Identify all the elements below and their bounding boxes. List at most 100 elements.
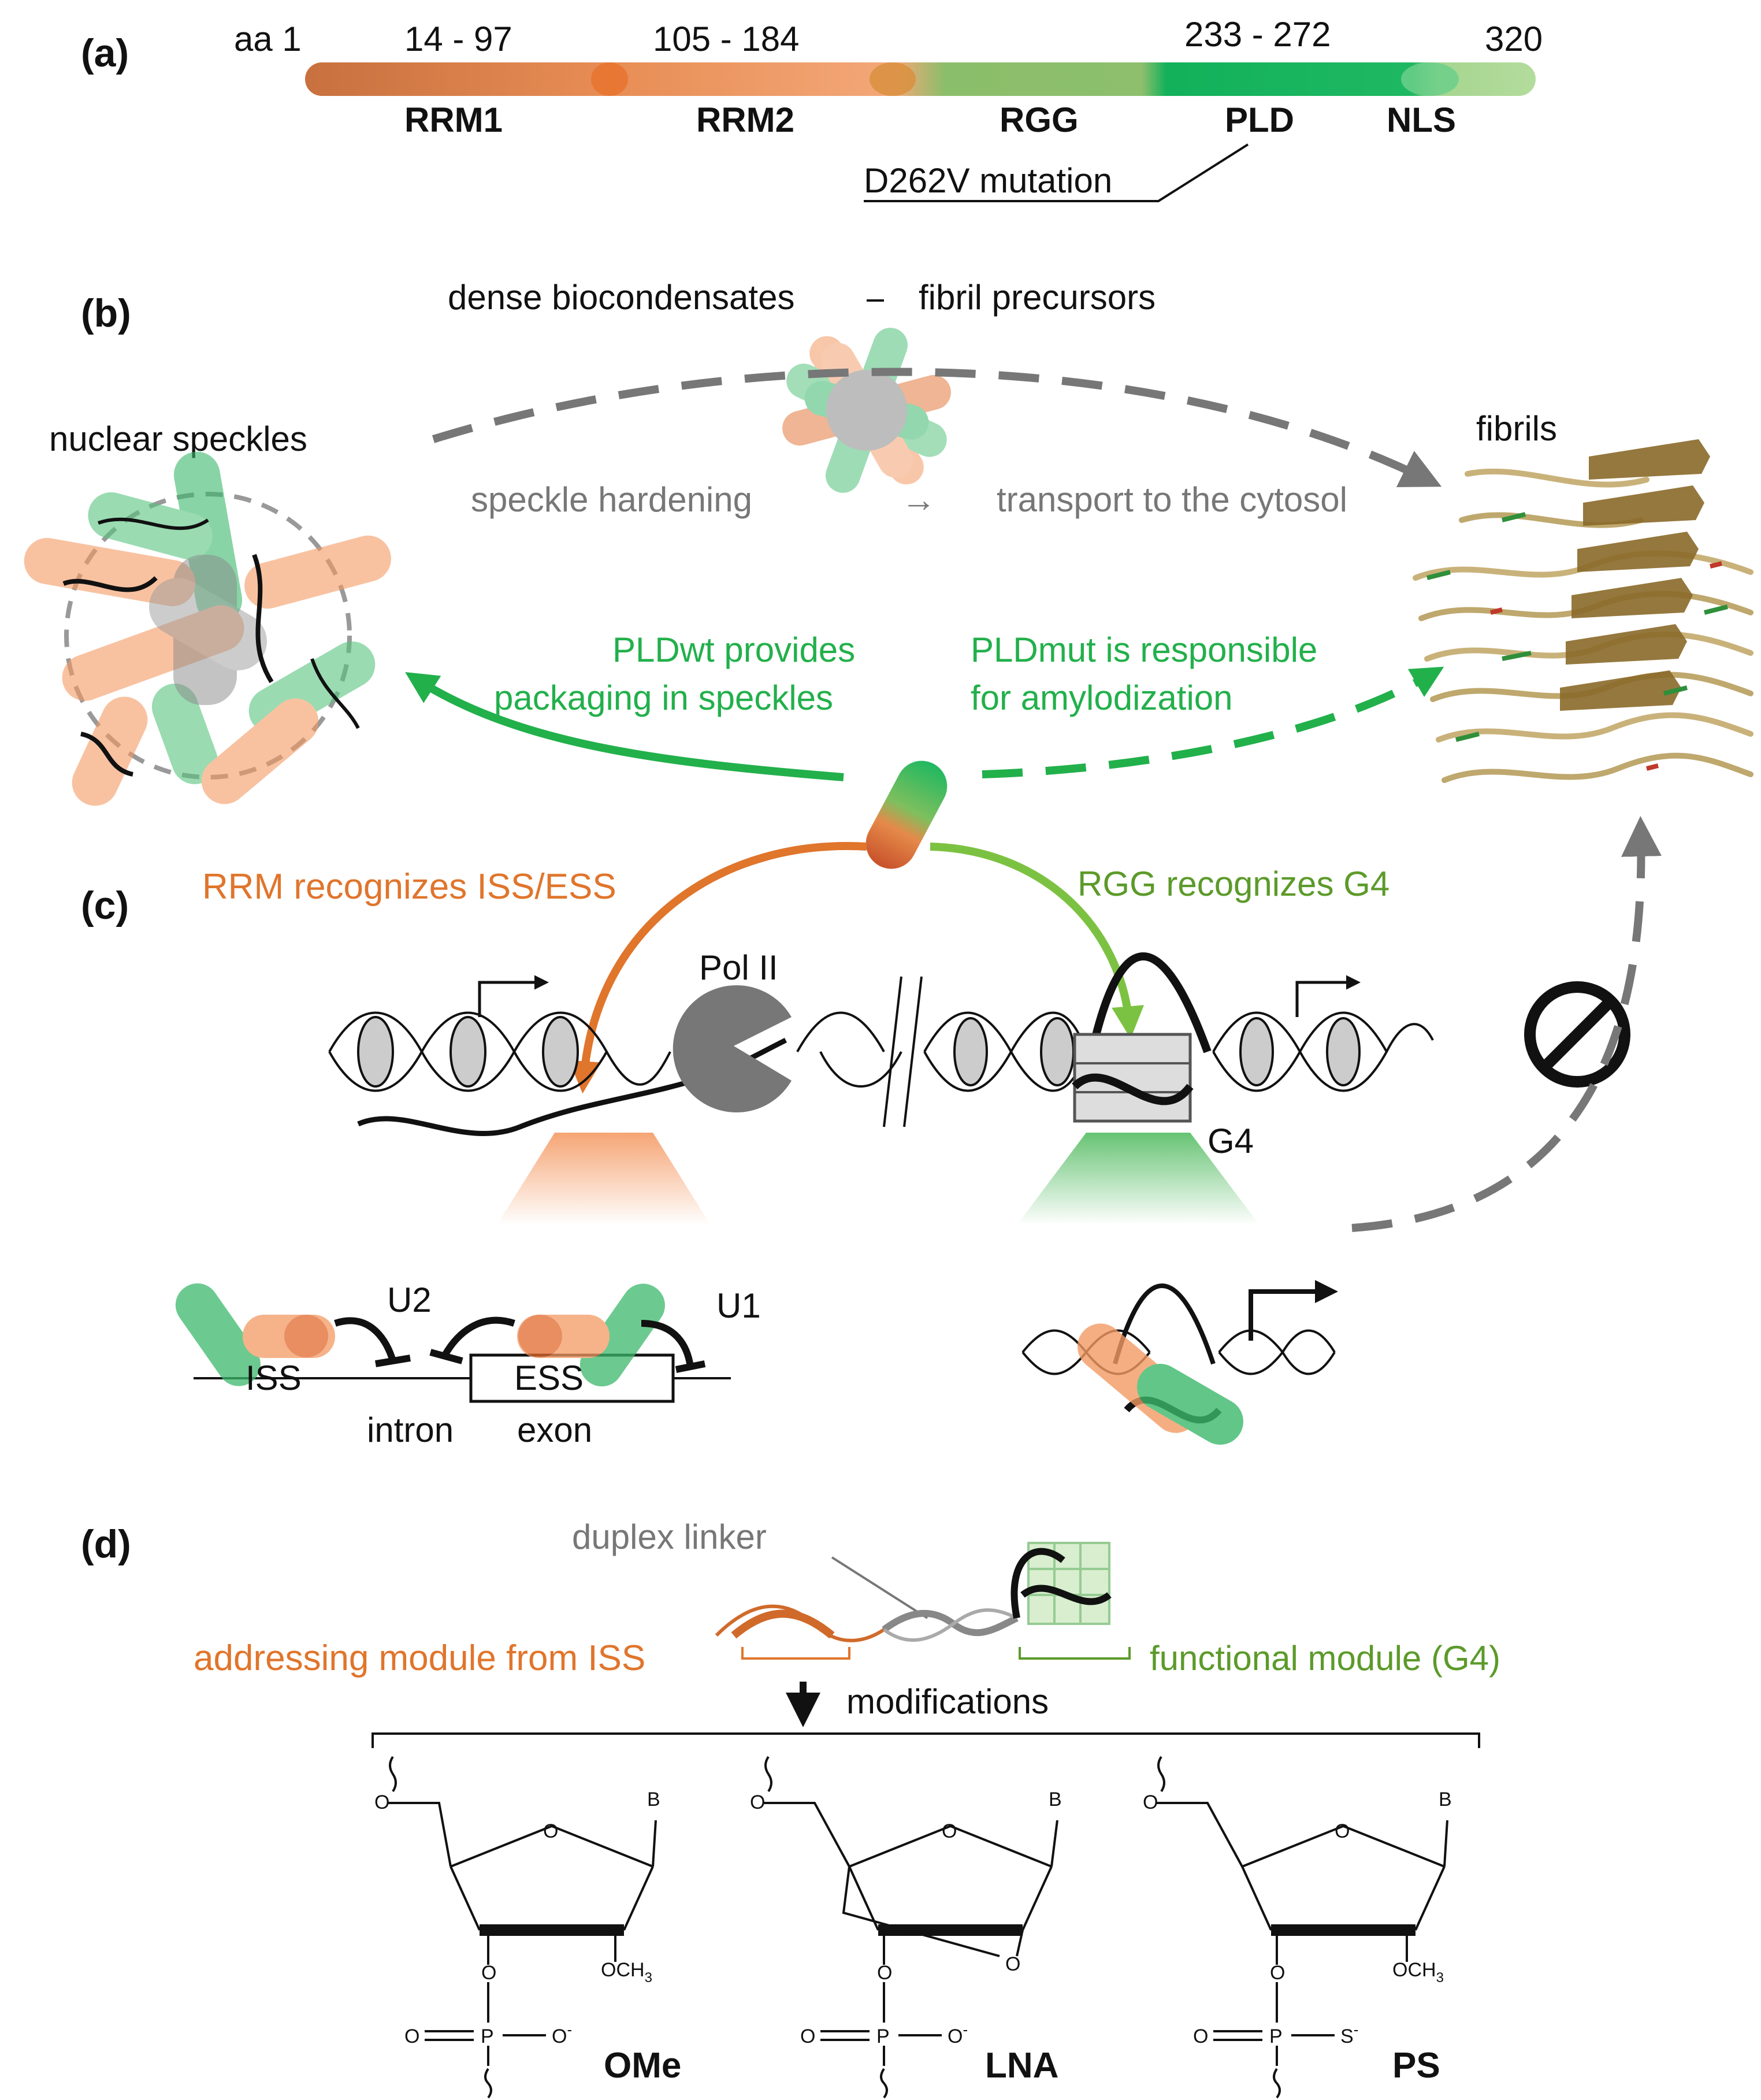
pldmut-arrow xyxy=(982,666,1444,778)
domain-bar xyxy=(305,62,1536,96)
domain-junction-3 xyxy=(1401,62,1459,96)
domain-nls: NLS xyxy=(1387,101,1456,139)
range-pld: 233 - 272 xyxy=(1184,15,1331,54)
zoom-fan-orange xyxy=(497,1133,711,1225)
ess-label: ESS xyxy=(514,1359,584,1397)
ome-phos-om: O- xyxy=(552,2021,572,2047)
pldwt-arrow xyxy=(405,671,844,781)
domain-pld: PLD xyxy=(1225,101,1294,139)
domain-junction-2 xyxy=(870,62,916,96)
prohibited-icon xyxy=(1524,981,1630,1088)
exon-label: exon xyxy=(517,1411,592,1449)
pldmut-label-line2: for amylodization xyxy=(971,678,1233,717)
u2-label: U2 xyxy=(387,1281,432,1319)
addressing-module-label: addressing module from ISS xyxy=(194,1638,645,1678)
range-rrm1: 14 - 97 xyxy=(404,20,512,58)
ps-phos-o: O xyxy=(1193,2025,1208,2047)
domain-rrm2: RRM2 xyxy=(696,101,794,139)
speckle-hardening-label: speckle hardening xyxy=(471,480,752,519)
ome-o5: O xyxy=(374,1791,389,1813)
panel-d: (d) duplex linker addressing module from… xyxy=(81,1518,1500,2099)
lna-phos-o: O xyxy=(800,2025,815,2047)
intron-label: intron xyxy=(367,1411,454,1449)
range-rrm2: 105 - 184 xyxy=(653,20,800,58)
lna-o3: O xyxy=(877,1962,892,1984)
lna-base: B xyxy=(1049,1789,1062,1810)
structure-ps xyxy=(1156,1756,1448,2099)
panel-a: (a) aa 1 14 - 97 105 - 184 233 - 272 320… xyxy=(81,15,1543,202)
aa-start-label: aa 1 xyxy=(234,20,302,58)
ome-phos-o: O xyxy=(404,2025,419,2047)
g4-label: G4 xyxy=(1208,1122,1254,1160)
rgg-label: RGG recognizes G4 xyxy=(1078,865,1390,903)
ps-phos-sm: S- xyxy=(1340,2021,1358,2047)
zoom-fan-green xyxy=(1017,1133,1260,1225)
ps-base: B xyxy=(1439,1789,1452,1810)
hardening-arrow-glyph: → xyxy=(901,480,936,519)
condensate-label-left: dense biocondensates xyxy=(448,278,794,317)
ps-och3: OCH3 xyxy=(1392,1959,1444,1986)
modifications-label: modifications xyxy=(846,1682,1049,1721)
u1-label: U1 xyxy=(716,1286,761,1325)
condensate-label-right: fibril precursors xyxy=(919,278,1156,317)
domain-rrm1: RRM1 xyxy=(404,101,503,139)
tss-arrow-left xyxy=(478,975,549,1017)
panel-a-label: (a) xyxy=(81,31,129,75)
lna-phos-p: P xyxy=(876,2025,890,2047)
structure-ome xyxy=(387,1756,657,2099)
dna-helix-middle xyxy=(796,976,1087,1127)
fibrils-label: fibrils xyxy=(1476,409,1557,448)
name-ome: OMe xyxy=(604,2046,681,2086)
panel-d-label: (d) xyxy=(81,1522,131,1566)
ps-o5: O xyxy=(1143,1791,1158,1813)
lna-ring-o: O xyxy=(942,1820,957,1842)
transport-label: transport to the cytosol xyxy=(997,480,1347,519)
rrm-label: RRM recognizes ISS/ESS xyxy=(202,867,616,907)
mutation-pointer xyxy=(864,143,1249,202)
g4-recognition-detail xyxy=(1021,1280,1338,1445)
pol-ii-shape xyxy=(673,985,792,1112)
rgg-arrow xyxy=(930,843,1145,1039)
domain-rgg: RGG xyxy=(1000,101,1079,139)
ps-ring-o: O xyxy=(1335,1820,1350,1842)
duplex-linker-label: duplex linker xyxy=(572,1518,767,1556)
functional-module-label: functional module (G4) xyxy=(1150,1639,1500,1678)
panel-c: (c) RRM recognizes ISS/ESS RGG recognize… xyxy=(81,816,1662,1449)
lna-bridge-o: O xyxy=(1005,1953,1020,1975)
modifications-bracket xyxy=(371,1732,1480,1748)
splicing-diagram xyxy=(175,1283,731,1403)
panel-b-label: (b) xyxy=(81,291,131,335)
linker-pointer xyxy=(831,1556,928,1619)
pldmut-label-line1: PLDmut is responsible xyxy=(971,630,1317,669)
hardening-arc xyxy=(432,368,1442,488)
ps-o3: O xyxy=(1270,1962,1285,1984)
iss-label: ISS xyxy=(246,1359,302,1397)
panel-c-label: (c) xyxy=(81,884,129,927)
ome-phos-p: P xyxy=(481,2025,494,2047)
pol-ii-label: Pol II xyxy=(699,948,778,987)
aa-end-label: 320 xyxy=(1485,20,1543,58)
rrm-arrow xyxy=(569,842,867,1094)
panel-b: (b) dense biocondensates fibril precurso… xyxy=(24,278,1753,869)
pldwt-label-line1: PLDwt provides xyxy=(612,630,855,669)
pldwt-label-line2: packaging in speckles xyxy=(494,678,833,717)
ome-ring-o: O xyxy=(543,1820,558,1842)
g4-structure-c xyxy=(1072,952,1212,1123)
name-lna: LNA xyxy=(985,2046,1058,2086)
lna-o5: O xyxy=(750,1791,765,1813)
dna-helix-right xyxy=(1212,1011,1434,1092)
condensate-cluster xyxy=(782,328,951,493)
lna-phos-om: O- xyxy=(948,2021,968,2047)
name-ps: PS xyxy=(1392,2046,1440,2086)
mutation-label: D262V mutation xyxy=(864,161,1112,200)
nuclear-speckles-label: nuclear speckles xyxy=(49,420,307,458)
ome-och3: OCH3 xyxy=(601,1959,652,1986)
domain-junction-1 xyxy=(591,62,628,96)
ps-phos-p: P xyxy=(1269,2025,1283,2047)
blocked-arc xyxy=(1351,816,1662,1232)
dna-helix-left xyxy=(328,1011,671,1092)
ome-base: B xyxy=(647,1789,660,1810)
structure-lna xyxy=(763,1756,1058,2099)
speckle-cluster xyxy=(24,451,391,806)
